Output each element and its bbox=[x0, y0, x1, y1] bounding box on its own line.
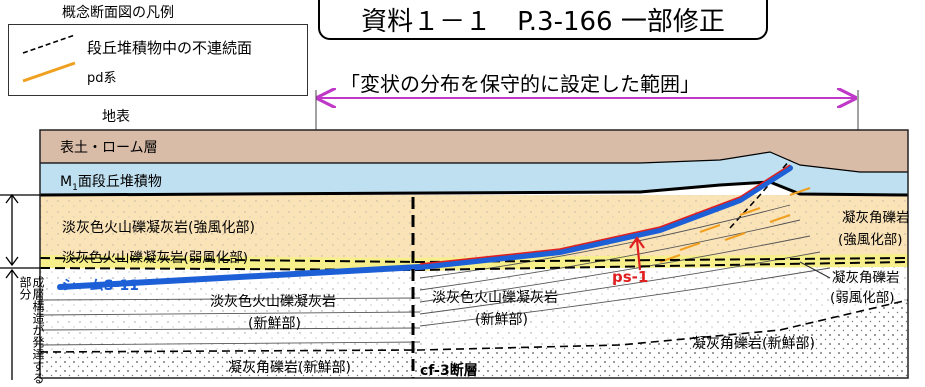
side-label: 成層構造が発達する部分 bbox=[18, 276, 45, 384]
breccia-fresh-right-label: 凝灰角礫岩(新鮮部) bbox=[692, 336, 815, 352]
range-subtitle: 「変状の分布を保守的に設定した範囲」 bbox=[340, 72, 700, 96]
legend-dashed-line-swatch bbox=[22, 34, 76, 54]
section-frame bbox=[39, 129, 909, 379]
legend-title: 概念断面図の凡例 bbox=[62, 5, 174, 21]
ps-1-arrowhead bbox=[629, 236, 645, 249]
fresh-rock-base bbox=[40, 130, 908, 378]
cf3-fault-label: cf-3断層 bbox=[420, 362, 478, 379]
legend-item-discontinuity: 段丘堆積物中の不連続面 bbox=[87, 39, 253, 57]
tuff-fresh-dots bbox=[40, 254, 908, 352]
weak-weathering-zone bbox=[40, 254, 908, 271]
terrace-label: M1面段丘堆積物 bbox=[60, 174, 162, 193]
tuff-weathered-dots bbox=[40, 195, 908, 267]
breccia-boundary bbox=[40, 299, 908, 353]
weathering-boundary-upper bbox=[40, 257, 908, 264]
tuff-weak-label: 淡灰色火山礫凝灰岩(弱風化部) bbox=[62, 249, 248, 266]
weathering-boundary-lower bbox=[40, 261, 908, 272]
tuff-fresh-right-label-1: 淡灰色火山礫凝灰岩 bbox=[432, 289, 558, 306]
tuff-fresh-left-label-2: (新鮮部) bbox=[248, 316, 301, 332]
ps-1-arrow bbox=[635, 239, 642, 271]
breccia-fresh-zone bbox=[40, 262, 908, 378]
discontinuity-dashed-line bbox=[729, 159, 791, 229]
breccia-weak-label-1: 凝灰角礫岩 bbox=[832, 270, 900, 286]
tuff-fresh-left-label-1: 淡灰色火山礫凝灰岩 bbox=[210, 293, 336, 310]
page-title: 資料１－１ P.3-166 一部修正 bbox=[318, 0, 768, 40]
pd-marks bbox=[659, 186, 811, 264]
tuff-strong-label: 淡灰色火山礫凝灰岩(強風化部) bbox=[62, 219, 255, 236]
tuff-fresh-zone bbox=[40, 254, 908, 352]
topsoil-base-line bbox=[40, 151, 908, 173]
legend-box: 段丘堆積物中の不連続面 pd系 bbox=[8, 24, 308, 96]
strata-lines bbox=[40, 204, 831, 346]
ps-1-line bbox=[419, 164, 791, 265]
breccia-strong-label-1: 凝灰角礫岩 bbox=[842, 210, 910, 226]
legend-swatches bbox=[22, 34, 76, 83]
topsoil-layer bbox=[40, 130, 908, 172]
surface-label: 地表 bbox=[102, 109, 130, 125]
topsoil-label: 表土・ローム層 bbox=[60, 140, 158, 156]
breccia-strong-label-2: (強風化部) bbox=[838, 232, 903, 248]
ps-1-label: ps-1 bbox=[612, 268, 648, 286]
breccia-weak-pointer bbox=[799, 261, 831, 279]
seam-s11 bbox=[57, 165, 793, 290]
legend-pd-line-swatch bbox=[22, 61, 76, 83]
seam-s11-label: シームS-11 bbox=[62, 278, 139, 294]
breccia-fresh-left-label: 凝灰角礫岩(新鮮部) bbox=[228, 360, 351, 376]
terrace-base-line bbox=[40, 180, 908, 197]
breccia-weak-label-2: (弱風化部) bbox=[830, 290, 895, 306]
terrace-deposit-layer bbox=[40, 152, 908, 195]
tuff-fresh-right-label-2: (新鮮部) bbox=[475, 312, 528, 328]
tuff-weathered-zone bbox=[40, 195, 908, 267]
legend-item-pd: pd系 bbox=[87, 71, 117, 86]
